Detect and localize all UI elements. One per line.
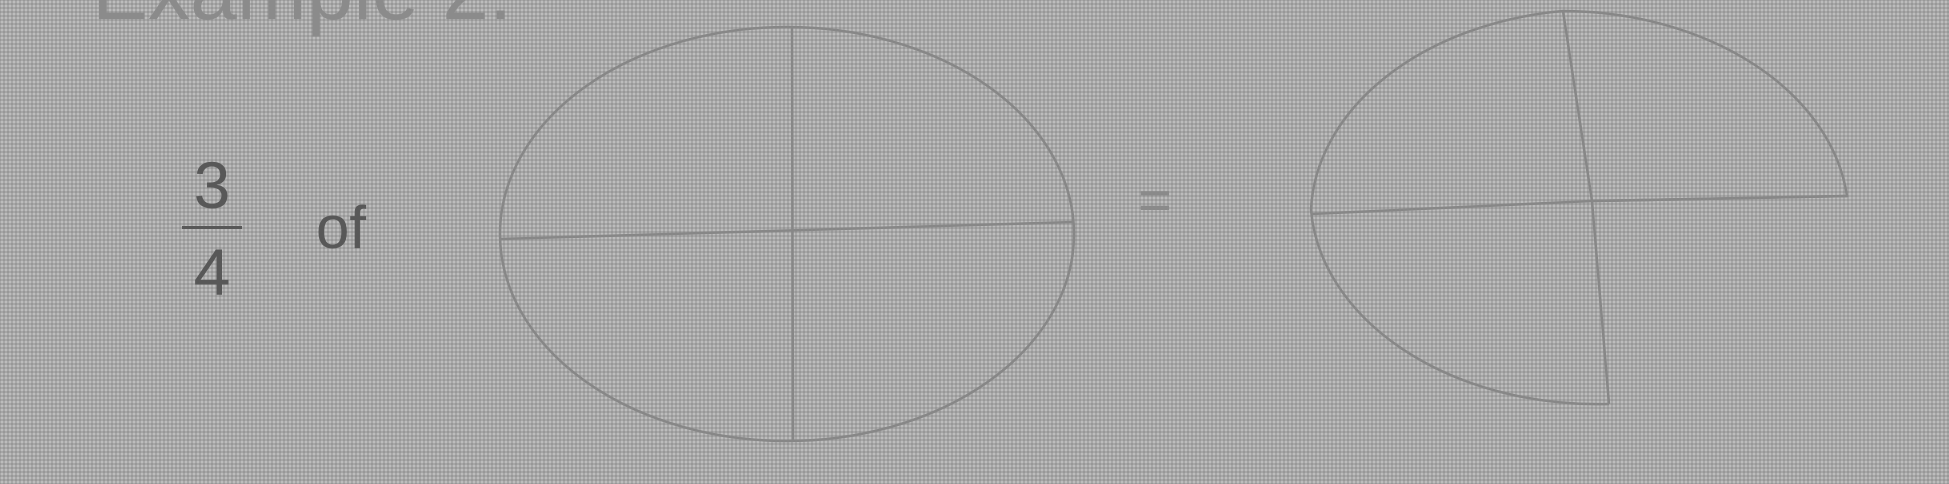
whole-oval-horizontal-divider	[499, 220, 1075, 241]
of-word: of	[316, 194, 367, 261]
fraction-bar	[182, 226, 242, 229]
example-title: Example 2:	[92, 0, 512, 32]
three-quarter-oval-vertical-divider	[1561, 10, 1611, 405]
whole-oval-figure	[498, 25, 1076, 443]
fraction-denominator: 4	[193, 235, 231, 309]
three-quarter-oval-outline	[1309, 9, 1849, 406]
equals-sign: =	[1138, 168, 1172, 233]
fraction-three-quarters: 3 4	[180, 152, 244, 305]
whole-oval-outline	[498, 25, 1076, 443]
whole-oval-vertical-divider	[790, 26, 795, 443]
fraction-numerator: 3	[193, 148, 231, 222]
three-quarter-oval-figure	[1309, 9, 1849, 406]
three-quarter-oval-horizontal-divider	[1310, 194, 1848, 216]
